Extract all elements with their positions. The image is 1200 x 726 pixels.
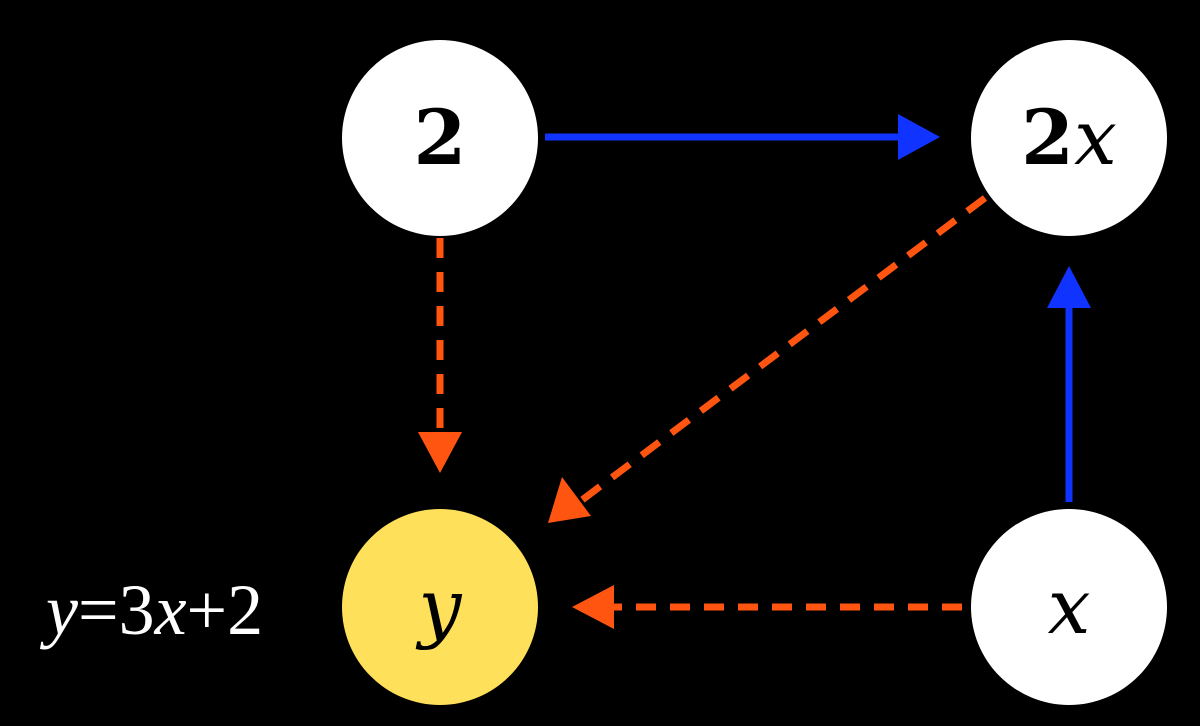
arrowhead-constant-to-product: [898, 114, 940, 160]
equation-constant: 2: [227, 570, 264, 650]
arrowhead-product-to-output: [548, 477, 591, 523]
arrowhead-input-to-product: [1047, 266, 1091, 308]
node-constant: 2: [342, 40, 538, 236]
node-input: x: [971, 509, 1167, 705]
node-constant-label: 2: [413, 93, 467, 182]
equation-lhs: y: [46, 570, 78, 650]
node-product-variable: x: [1074, 93, 1117, 182]
arrowhead-input-to-output: [572, 585, 614, 629]
node-output: y: [342, 509, 538, 705]
equation-variable: x: [154, 570, 187, 650]
equation-coefficient: 3: [118, 570, 155, 650]
node-input-variable: x: [1047, 562, 1091, 651]
arrowhead-constant-to-output: [418, 432, 462, 473]
edge-product-to-output: [579, 195, 988, 503]
equation-label: y=3x+2: [46, 565, 263, 655]
node-product-coefficient: 2: [1021, 93, 1074, 182]
node-output-variable: y: [418, 562, 462, 651]
equation-equals: =: [77, 570, 119, 650]
equation-plus: +: [186, 570, 228, 650]
